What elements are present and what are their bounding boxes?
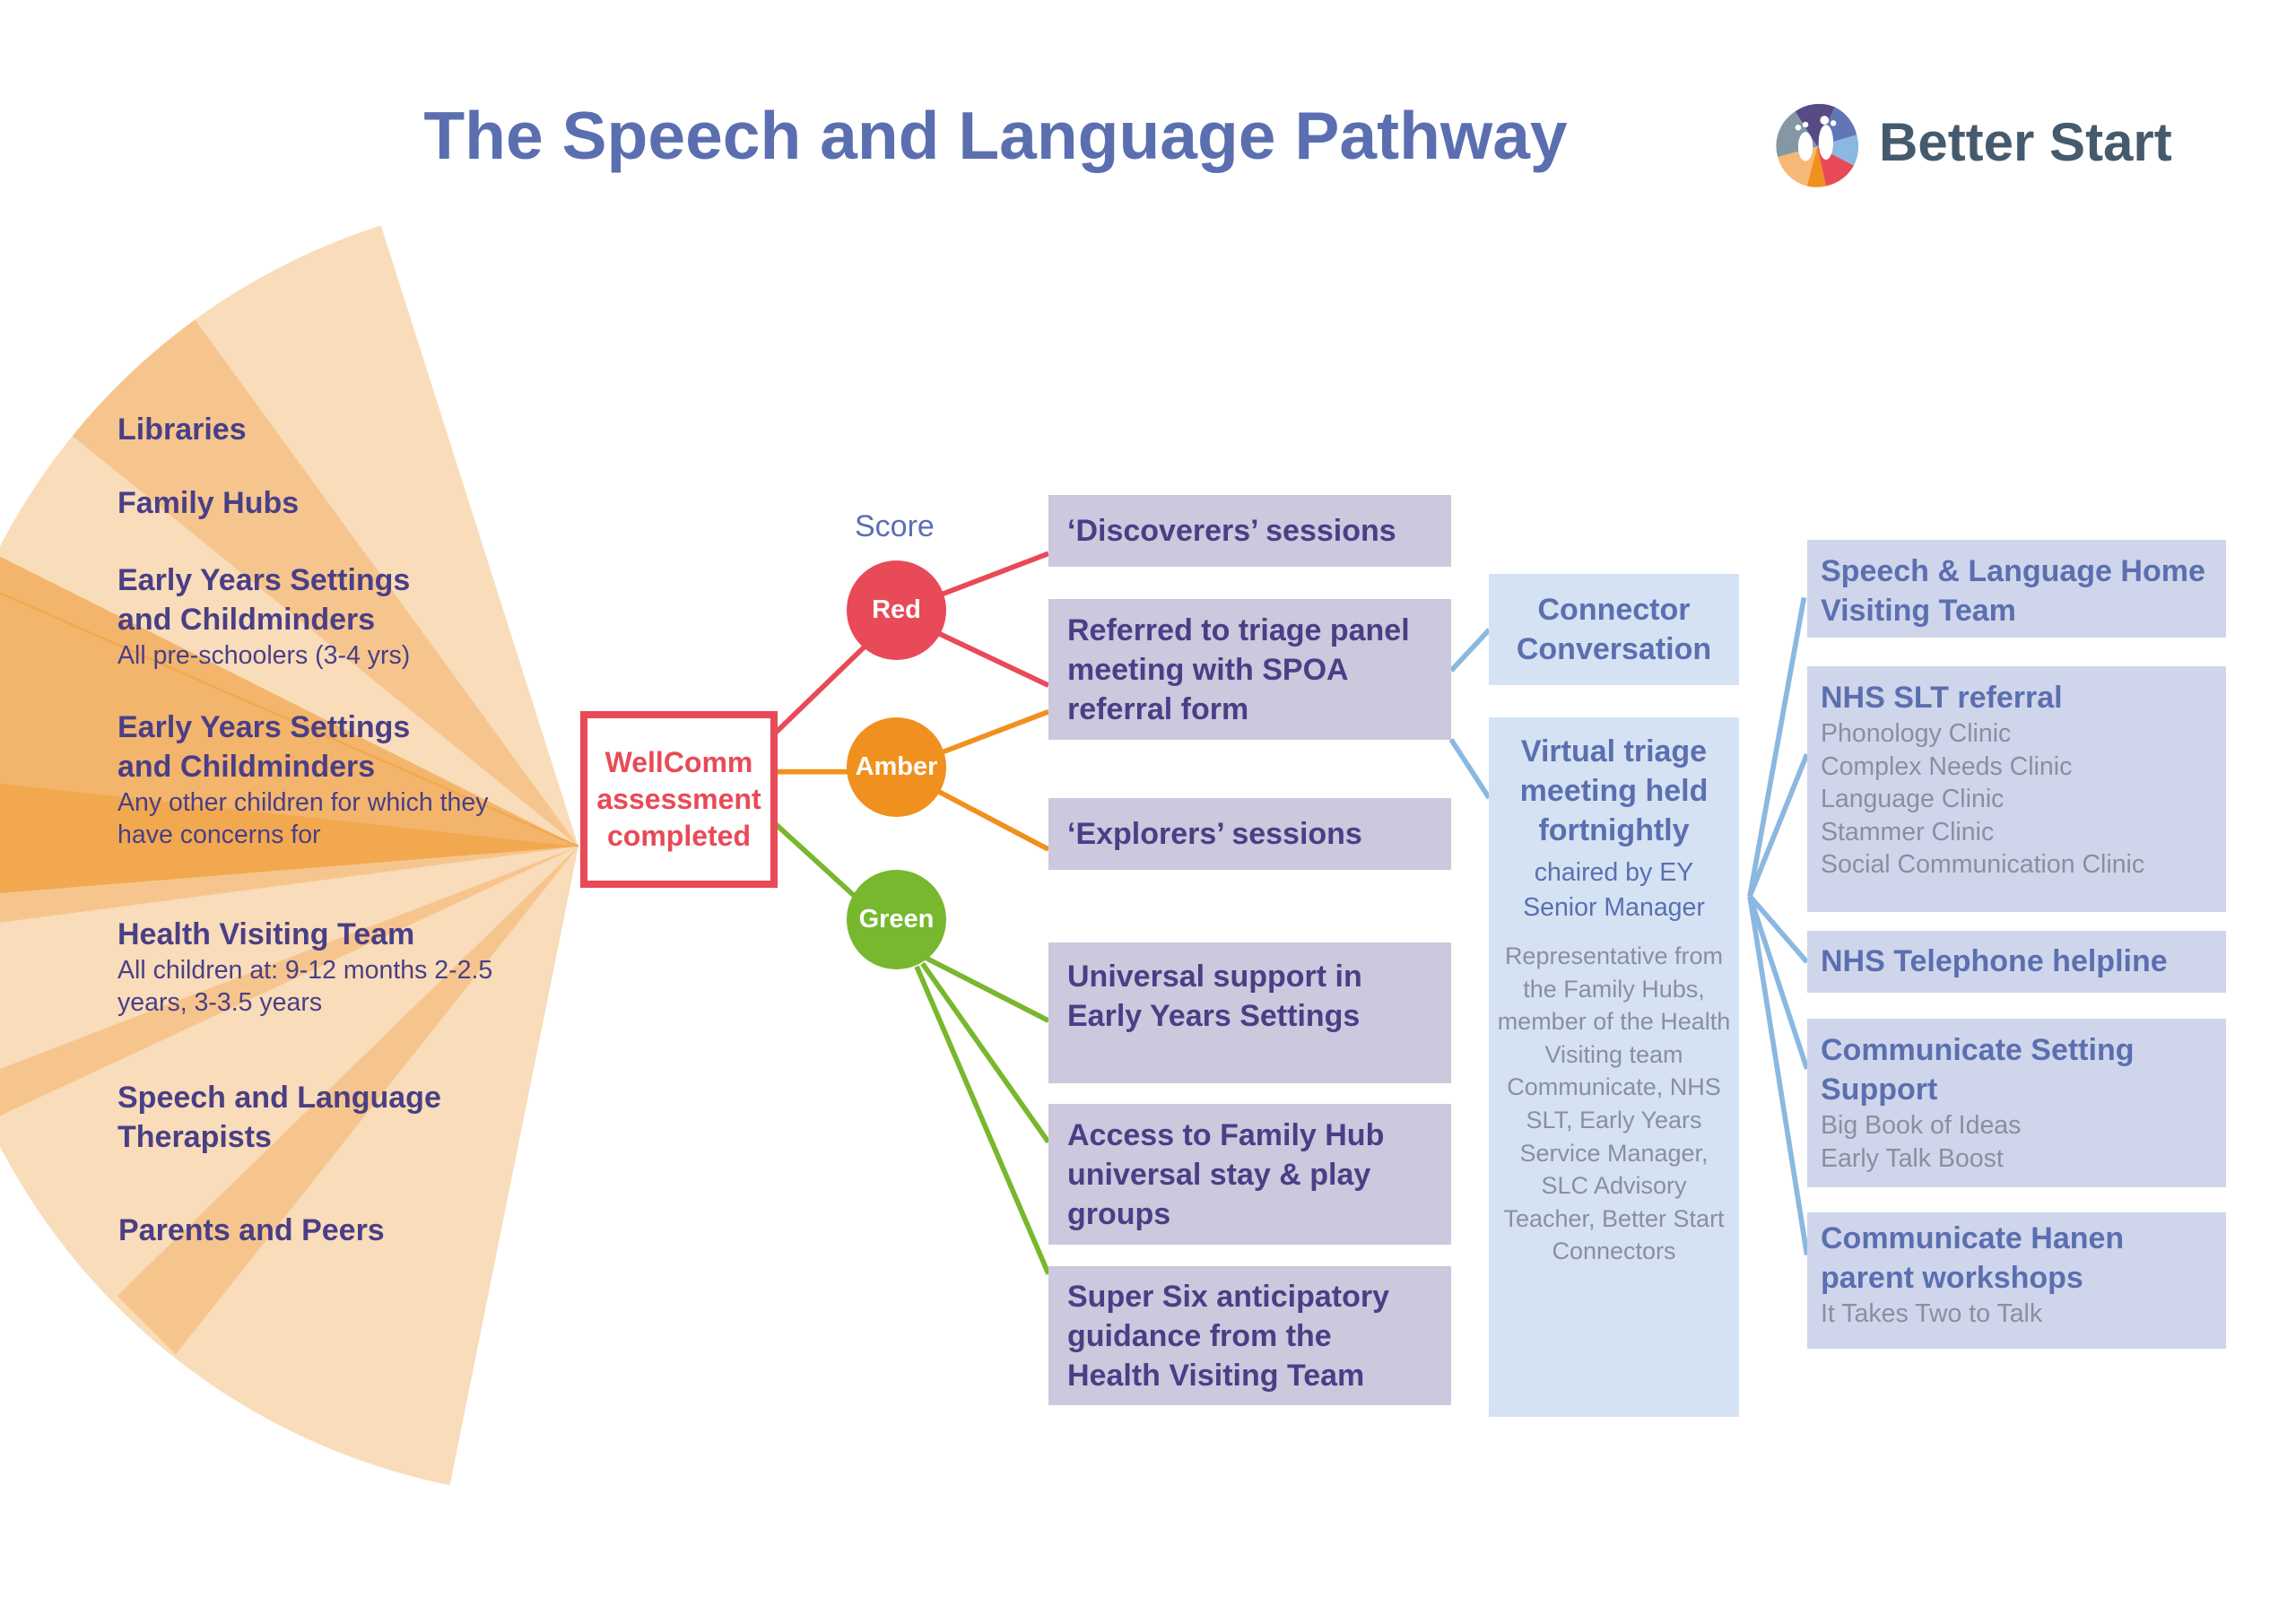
- source-libraries: Libraries: [117, 410, 247, 449]
- service-item: Language Clinic: [1821, 785, 2005, 814]
- source-sub: Any other children for which they have c…: [117, 788, 489, 849]
- source-fan: [0, 195, 579, 1498]
- service-title: Speech & Language Home Visiting Team: [1821, 554, 2205, 628]
- source-family-hubs: Family Hubs: [117, 483, 299, 523]
- source-title: Libraries: [117, 413, 247, 447]
- source-slt: Speech and Language Therapists: [117, 1078, 483, 1157]
- service-title: NHS SLT referral: [1821, 681, 2063, 715]
- service-title: Communicate Hanen parent workshops: [1821, 1221, 2125, 1295]
- outcome-discoverers: ‘Discoverers’ sessions: [1048, 495, 1451, 567]
- source-parents: Parents and Peers: [118, 1211, 385, 1250]
- page-title: The Speech and Language Pathway: [423, 98, 1568, 173]
- service-hanen-workshops: Communicate Hanen parent workshops It Ta…: [1807, 1212, 2226, 1349]
- service-item: Stammer Clinic: [1821, 817, 1995, 847]
- service-item: Early Talk Boost: [1821, 1143, 2004, 1173]
- service-item: Complex Needs Clinic: [1821, 751, 2073, 781]
- service-nhs-helpline: NHS Telephone helpline: [1807, 931, 2226, 993]
- outcome-explorers: ‘Explorers’ sessions: [1048, 798, 1451, 870]
- service-item: Big Book of Ideas: [1821, 1111, 2022, 1140]
- source-title: Parents and Peers: [118, 1213, 385, 1247]
- source-title: Early Years Settings and Childminders: [117, 710, 411, 784]
- connector-conversation: Connector Conversation: [1489, 574, 1739, 685]
- service-item: Social Communication Clinic: [1821, 850, 2145, 880]
- score-green: Green: [847, 870, 946, 969]
- service-title: NHS Telephone helpline: [1821, 944, 2168, 978]
- source-sub: All pre-schoolers (3-4 yrs): [117, 641, 411, 670]
- service-nhs-slt-referral: NHS SLT referral Phonology Clinic Comple…: [1807, 666, 2226, 912]
- score-label: Score: [855, 509, 935, 543]
- outcome-family-hub: Access to Family Hub universal stay & pl…: [1048, 1104, 1451, 1245]
- service-item: Phonology Clinic: [1821, 719, 2012, 748]
- source-sub: All children at: 9-12 months 2-2.5 years…: [117, 956, 493, 1017]
- assessment-label: WellComm assessment completed: [596, 746, 761, 852]
- outcome-super-six: Super Six anticipatory guidance from the…: [1048, 1266, 1451, 1405]
- triage-chair: chaired by EY Senior Manager: [1523, 858, 1705, 922]
- source-title: Early Years Settings and Childminders: [117, 563, 411, 637]
- connector-lines: [774, 551, 1810, 1275]
- source-title: Family Hubs: [117, 486, 300, 520]
- outcome-universal-support: Universal support in Early Years Setting…: [1048, 942, 1451, 1083]
- wellcomm-assessment-box: WellComm assessment completed: [580, 711, 778, 888]
- triage-members: Representative from the Family Hubs, mem…: [1497, 942, 1731, 1265]
- service-item: It Takes Two to Talk: [1821, 1299, 2043, 1328]
- service-slt-home-visiting: Speech & Language Home Visiting Team: [1807, 540, 2226, 638]
- service-title: Communicate Setting Support: [1821, 1033, 2135, 1107]
- score-red: Red: [847, 560, 946, 660]
- source-title: Speech and Language Therapists: [117, 1081, 441, 1154]
- virtual-triage-box: Virtual triage meeting held fortnightly …: [1489, 717, 1739, 1417]
- score-amber: Amber: [847, 717, 946, 817]
- outcome-triage-referral: Referred to triage panel meeting with SP…: [1048, 599, 1451, 740]
- footprints-circle-logo-icon: [1776, 103, 1859, 187]
- triage-title: Virtual triage meeting held fortnightly: [1519, 734, 1709, 847]
- service-communicate-setting: Communicate Setting Support Big Book of …: [1807, 1019, 2226, 1187]
- source-title: Health Visiting Team: [117, 917, 415, 951]
- brand-name: Better Start: [1879, 112, 2172, 172]
